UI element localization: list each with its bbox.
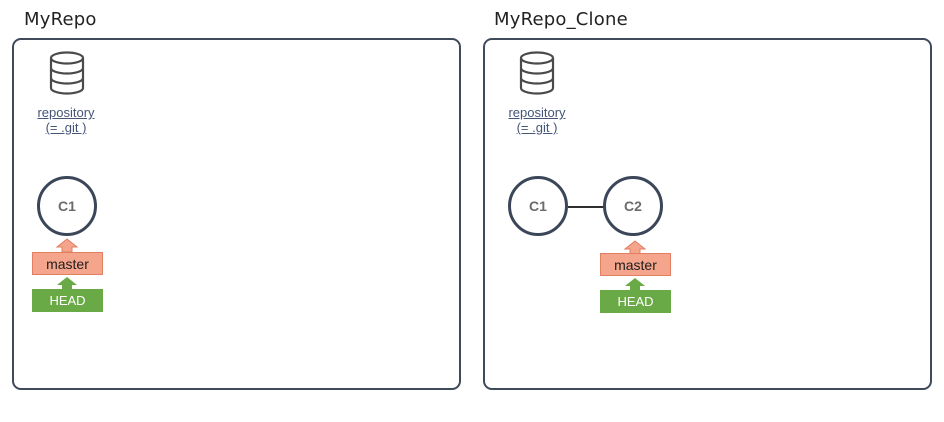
repository-link-line2: (= .git ) — [516, 120, 558, 135]
commit-label: C1 — [58, 198, 76, 214]
repo-title-myrepo-clone: MyRepo_Clone — [494, 9, 628, 30]
branch-ref-label: master — [614, 256, 657, 273]
repository-link-line1: repository — [508, 105, 566, 120]
commit-label: C2 — [624, 198, 642, 214]
repository-link-line1: repository — [37, 105, 95, 120]
branch-ref-master: master — [600, 253, 671, 276]
commit-edge — [568, 206, 604, 208]
commit-node-c2: C2 — [603, 176, 663, 236]
head-ref-label: HEAD — [617, 294, 654, 309]
head-ref: HEAD — [600, 290, 671, 313]
repo-title-myrepo: MyRepo — [24, 9, 97, 30]
repo-panel-myrepo — [12, 38, 461, 390]
head-pointer-arrow — [625, 278, 645, 291]
branch-ref-label: master — [46, 255, 89, 272]
head-ref: HEAD — [32, 289, 103, 312]
branch-ref-master: master — [32, 252, 103, 275]
commit-node-c1: C1 — [37, 176, 97, 236]
repository-link[interactable]: repository (= .git ) — [21, 105, 111, 135]
repo-panel-myrepo-clone — [483, 38, 932, 390]
head-ref-label: HEAD — [49, 293, 86, 308]
repository-link-line2: (= .git ) — [45, 120, 87, 135]
database-icon — [519, 51, 555, 95]
commit-node-c1: C1 — [508, 176, 568, 236]
branch-pointer-arrow — [56, 238, 78, 252]
commit-label: C1 — [529, 198, 547, 214]
database-icon — [49, 51, 85, 95]
head-pointer-arrow — [57, 277, 77, 290]
repository-link[interactable]: repository (= .git ) — [492, 105, 582, 135]
branch-pointer-arrow — [624, 240, 646, 254]
